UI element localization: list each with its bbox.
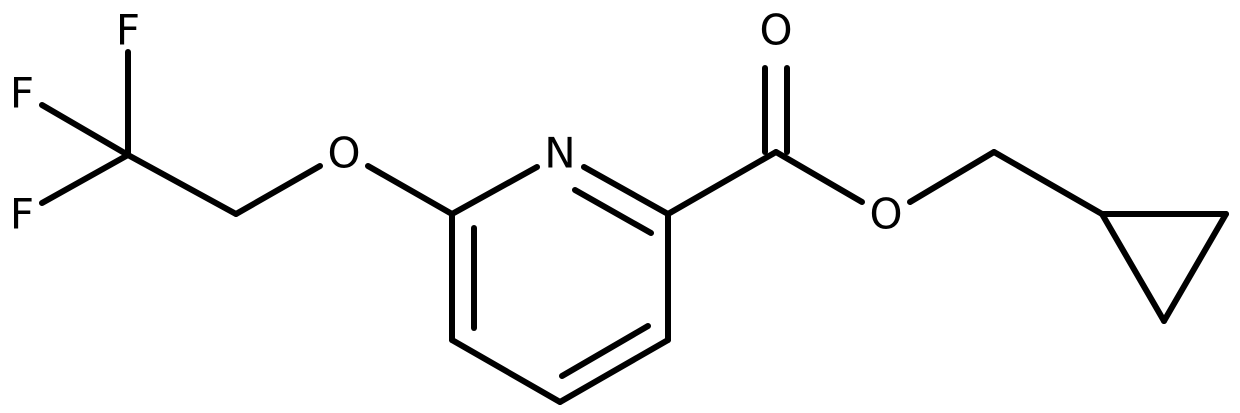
- bond-c3-c4: [557, 337, 671, 405]
- bond-c-f2: [39, 102, 131, 158]
- bond-ch2-cyclopropyl: [991, 149, 1105, 217]
- bond-n-c2: [581, 164, 671, 217]
- atom-o-carbonyl: O: [759, 6, 792, 55]
- bond-cp-3: [1099, 211, 1167, 324]
- bond-c4-c5: [449, 337, 563, 405]
- bond-c2-carbonyl: [665, 149, 779, 217]
- atom-labels: F F F O N O O: [10, 6, 903, 239]
- bond-c3-c4-double: [559, 323, 651, 379]
- bond-carbonyl-o-ester: [773, 149, 865, 205]
- bond-n-c2-double: [572, 187, 654, 236]
- atom-o-ether: O: [327, 129, 360, 178]
- atom-f1: F: [116, 6, 140, 55]
- bond-c6-n: [449, 164, 540, 217]
- bonds: [39, 49, 1229, 405]
- bond-o-ring: [365, 163, 455, 217]
- bond-o-ch2-cyclopropyl: [907, 149, 997, 205]
- atom-f2: F: [10, 69, 34, 118]
- atom-n-pyridine: N: [544, 129, 575, 178]
- bond-ch2-o: [233, 163, 323, 217]
- bond-cp-2: [1161, 211, 1229, 324]
- atom-o-ester: O: [869, 190, 902, 239]
- atom-f3: F: [10, 190, 34, 239]
- bond-cf3-ch2: [125, 152, 239, 217]
- bond-c-f3: [39, 152, 131, 206]
